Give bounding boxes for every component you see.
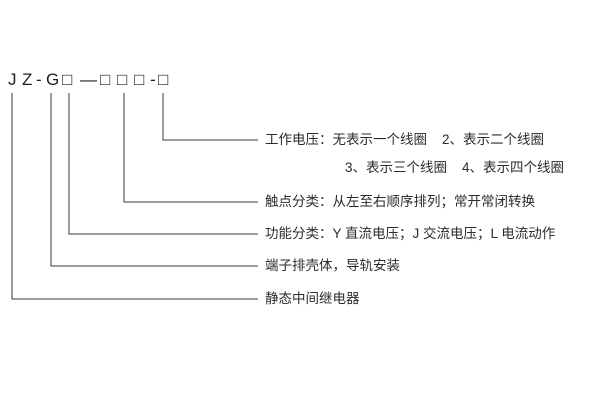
model-code-placeholder-box: □: [134, 70, 145, 89]
model-code-char: Z: [22, 70, 33, 89]
model-code-char: -: [150, 70, 156, 89]
model-code-char: —: [80, 70, 97, 89]
line-contact: [123, 93, 258, 203]
model-code-placeholder-box: □: [117, 70, 128, 89]
line-working-voltage: [162, 93, 258, 141]
line-relay: [11, 93, 258, 300]
label-relay-type: 静态中间继电器: [265, 291, 360, 306]
label-contact-classification: 触点分类：从左至右顺序排列；常开常闭转换: [265, 194, 535, 209]
model-code-placeholder-box: □: [62, 70, 73, 89]
model-code-char: G: [46, 70, 60, 89]
model-code-placeholder-box: □: [100, 70, 111, 89]
line-function: [68, 93, 258, 235]
label-working-voltage-line1: 工作电压：无表示一个线圈 2、表示二个线圈: [265, 132, 545, 147]
model-code-char: J: [8, 70, 17, 89]
model-code-char: -: [36, 70, 42, 89]
label-working-voltage-line2: 3、表示三个线圈 4、表示四个线圈: [345, 160, 565, 175]
model-code-placeholder-box: □: [158, 70, 169, 89]
label-function-classification: 功能分类：Y 直流电压；J 交流电压；L 电流动作: [265, 226, 556, 241]
line-housing: [50, 93, 258, 267]
label-housing-mounting: 端子排壳体，导轨安装: [265, 258, 400, 273]
